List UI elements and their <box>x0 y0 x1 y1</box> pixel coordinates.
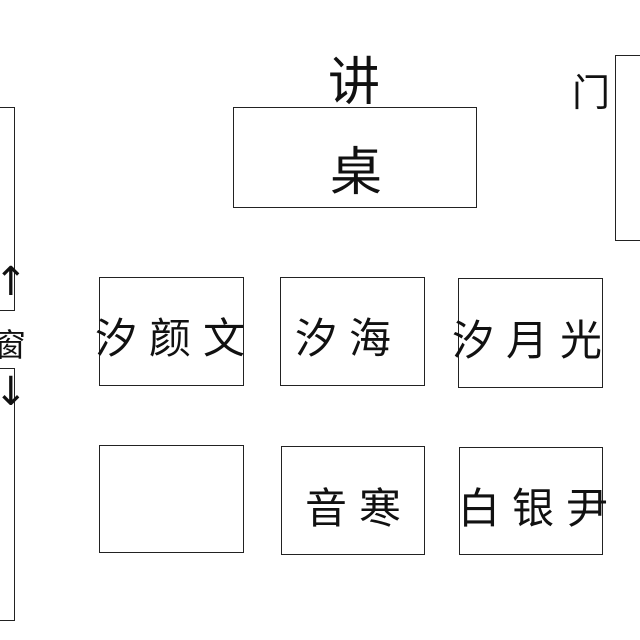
seat-4 <box>99 445 244 553</box>
door-label: 门 <box>572 71 611 115</box>
seat-3-name: 汐月光 <box>452 316 615 365</box>
door <box>615 55 640 241</box>
up-arrow-icon: ↑ <box>0 259 28 305</box>
podium-label: 讲 <box>328 53 381 113</box>
seat-1 <box>99 277 244 386</box>
seat-2-name: 汐海 <box>295 314 404 363</box>
seat-6-name: 白银尹 <box>458 484 621 533</box>
window-label: 窗 <box>0 326 27 364</box>
seat-2 <box>280 277 425 386</box>
seat-6 <box>459 447 603 555</box>
seat-5-name: 音寒 <box>305 484 414 533</box>
window-upper <box>0 107 15 311</box>
down-arrow-icon: ↓ <box>0 369 28 415</box>
teacher-desk <box>233 107 477 208</box>
seat-3 <box>458 278 603 388</box>
seat-1-name: 汐颜文 <box>95 314 258 363</box>
window-lower <box>0 368 15 621</box>
seat-5 <box>281 446 425 555</box>
desk-label: 桌 <box>330 143 383 203</box>
